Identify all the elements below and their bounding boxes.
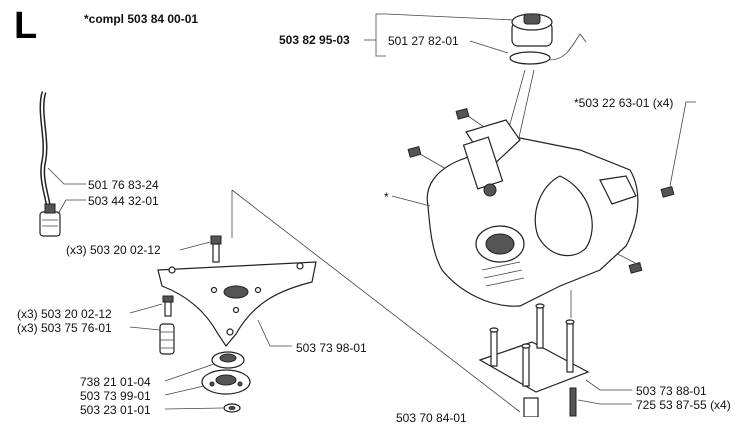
spacer-icon (159, 323, 175, 355)
bracket-plate-icon (157, 261, 317, 348)
callout-grommet: *503 22 63-01 (x4) (574, 96, 674, 110)
callout-fuel-filter: 503 44 32-01 (88, 194, 159, 208)
bearing-icon (211, 351, 245, 369)
screw-icon (162, 295, 174, 317)
fuel-filter-icon (39, 203, 61, 237)
callout-screw-top: (x3) 503 20 02-12 (66, 243, 161, 257)
callout-washer: 503 23 01-01 (80, 403, 151, 417)
callout-stud-bolts: 725 53 87-55 (x4) (636, 398, 731, 412)
callout-crankcase-marker: * (384, 190, 389, 204)
callout-bracket-plate: 503 73 98-01 (296, 341, 367, 355)
stud-plate-icon (478, 303, 590, 393)
grommet-icon (407, 107, 675, 274)
washer-icon (223, 403, 241, 413)
callout-clutch-drum: 503 73 99-01 (80, 389, 151, 403)
callout-cutoff: 503 70 84-01 (396, 411, 467, 425)
stud-bolt-icon (569, 387, 577, 417)
callout-fuel-hose: 501 76 83-24 (88, 178, 159, 192)
callout-fuel-cap-kit: 503 82 95-03 (279, 33, 350, 47)
callout-fuel-cap: 501 27 82-01 (388, 34, 459, 48)
cap-kit-bracket (375, 13, 386, 57)
fuel-cap-icon (509, 13, 587, 65)
callout-stud-plate: 503 73 88-01 (636, 384, 707, 398)
section-letter: L (14, 5, 38, 47)
callout-screw-bottom: (x3) 503 20 02-12 (17, 307, 112, 321)
crankcase-icon (426, 119, 639, 307)
clutch-drum-icon (201, 369, 251, 395)
assembly-label: *compl 503 84 00-01 (84, 12, 199, 26)
callout-spacer: (x3) 503 75 76-01 (17, 321, 112, 335)
screw-icon (210, 235, 222, 263)
callout-bearing: 738 21 01-04 (80, 375, 151, 389)
